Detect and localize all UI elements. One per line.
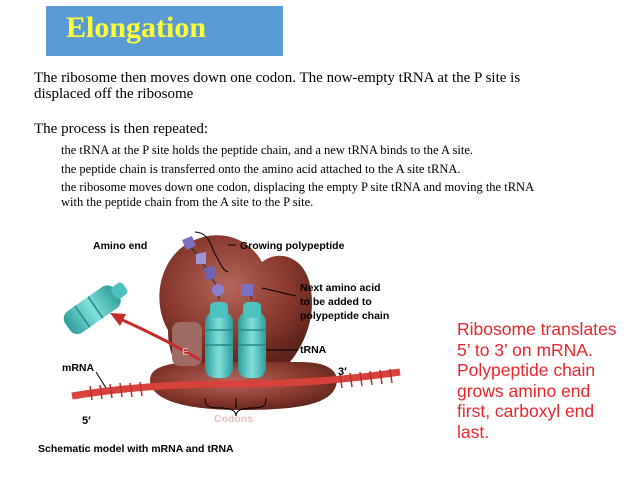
summary-note-line-5: first, carboxyl end <box>457 401 595 421</box>
bullet-3: the ribosome moves down one codon, displ… <box>61 180 621 210</box>
bullet-2-line-1: the peptide chain is transferred onto th… <box>61 162 461 176</box>
label-mrna: mRNA <box>62 362 95 374</box>
bullet-2: the peptide chain is transferred onto th… <box>61 162 621 177</box>
summary-note-line-2: 5’ to 3’ on mRNA. <box>457 339 593 360</box>
summary-note: Ribosome translates 5’ to 3’ on mRNA. Po… <box>457 319 632 442</box>
label-growing-polypeptide: Growing polypeptide <box>240 240 345 252</box>
exit-arrow-head <box>110 313 126 326</box>
mrna-strand <box>71 368 401 400</box>
bullet-1: the tRNA at the P site holds the peptide… <box>61 143 621 158</box>
title-banner: Elongation <box>46 6 283 56</box>
label-5-prime: 5′ <box>82 415 91 427</box>
summary-note-line-3: Polypeptide chain <box>457 360 596 380</box>
trna-p-site <box>205 302 233 378</box>
label-next-amino-acid: Next amino acid to be added to polypepti… <box>300 281 389 323</box>
bullet-1-line-1: the tRNA at the P site holds the peptide… <box>61 143 473 157</box>
bullet-3-line-2: with the peptide chain from the A site t… <box>61 195 314 209</box>
diagram-caption: Schematic model with mRNA and tRNA <box>38 443 234 455</box>
label-next-amino-acid-line-1: Next amino acid <box>300 282 381 294</box>
mrna-bases <box>89 368 393 401</box>
paragraph-1-line-2: displaced off the ribosome <box>34 86 194 102</box>
codons-bracket <box>204 397 267 417</box>
growing-polypeptide-bracket <box>194 231 229 273</box>
e-site <box>172 322 202 366</box>
label-next-amino-acid-line-3: polypeptide chain <box>300 310 390 322</box>
amino-acid-4 <box>212 284 224 296</box>
exit-arrow <box>117 316 201 362</box>
label-3-prime: 3′ <box>338 366 347 378</box>
next-amino-acid <box>241 284 253 296</box>
next-amino-acid-leader <box>261 287 297 297</box>
label-next-amino-acid-line-2: to be added to <box>300 296 372 308</box>
amino-acid-3 <box>204 266 216 280</box>
paragraph-1-line-1: The ribosome then moves down one codon. … <box>34 70 521 86</box>
summary-note-line-4: grows amino end <box>457 380 591 401</box>
paragraph-2: The process is then repeated: <box>34 121 209 137</box>
trna-a-site <box>238 302 266 378</box>
amino-acid-2 <box>196 252 206 264</box>
summary-note-line-1: Ribosome translates <box>457 319 617 339</box>
mrna-leader <box>95 371 107 389</box>
bullet-3-line-1: the ribosome moves down one codon, displ… <box>61 180 535 194</box>
departing-trna <box>63 282 128 334</box>
amino-acid-1 <box>182 236 196 250</box>
label-e-site: E <box>182 346 190 358</box>
label-trna: tRNA <box>300 344 327 356</box>
label-amino-end: Amino end <box>93 240 148 252</box>
paragraph-1: The ribosome then moves down one codon. … <box>34 70 594 102</box>
page-title: Elongation <box>66 11 207 44</box>
label-codons: Codons <box>214 413 254 425</box>
summary-note-line-6: last. <box>457 421 490 442</box>
